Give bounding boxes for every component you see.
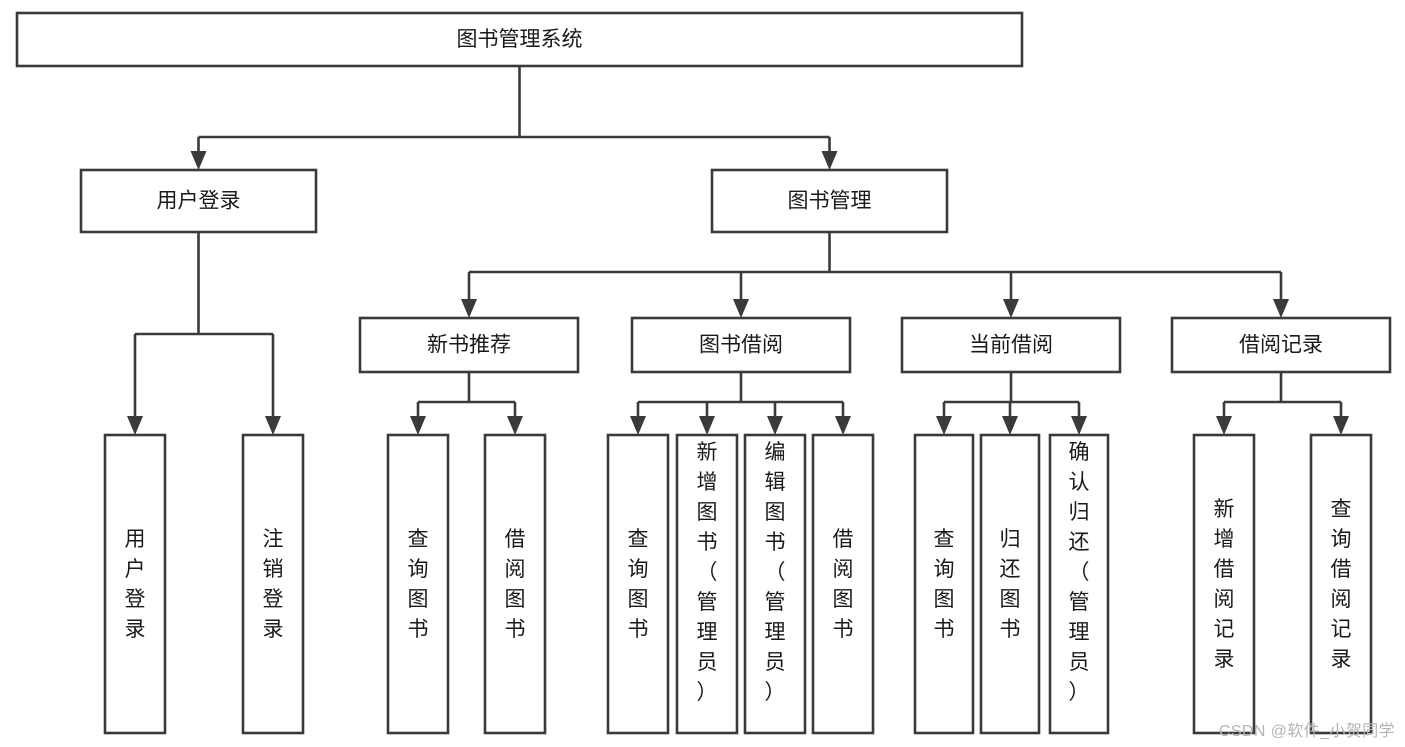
node-label: 图书管理系统	[457, 28, 583, 51]
node-label: 借阅图书	[505, 528, 526, 641]
node-box	[241, 433, 305, 735]
node-leaf-query-record[interactable]: 查询借阅记录	[1309, 433, 1373, 735]
node-label: 借阅图书	[833, 528, 854, 641]
node-label: 用户登录	[157, 190, 241, 213]
node-box	[79, 168, 318, 234]
node-leaf-logout[interactable]: 注销登录	[241, 433, 305, 735]
node-leaf-add-record[interactable]: 新增借阅记录	[1192, 433, 1256, 735]
node-box	[913, 433, 975, 735]
arrow-head-icon	[190, 151, 207, 170]
node-leaf-borrow-book-2[interactable]: 借阅图书	[811, 433, 875, 735]
node-box	[483, 433, 547, 735]
node-leaf-query-book-1[interactable]: 查询图书	[386, 433, 450, 735]
arrow-head-icon	[835, 416, 851, 435]
node-box	[710, 168, 949, 234]
node-label: 图书管理	[788, 190, 872, 213]
node-leaf-query-book-3[interactable]: 查询图书	[913, 433, 975, 735]
node-book-borrow[interactable]: 图书借阅	[630, 316, 852, 374]
connector-group-new-book-recommend	[410, 372, 523, 435]
node-box	[979, 433, 1041, 735]
node-new-book-recommend[interactable]: 新书推荐	[358, 316, 580, 374]
node-box	[1048, 433, 1110, 735]
arrow-head-icon	[767, 416, 783, 435]
arrow-head-icon	[1333, 416, 1349, 435]
node-label: 图书借阅	[699, 334, 783, 357]
arrow-head-icon	[1003, 299, 1019, 318]
node-borrow-record[interactable]: 借阅记录	[1170, 316, 1392, 374]
nodes-layer: 图书管理系统用户登录图书管理新书推荐图书借阅当前借阅借阅记录用户登录注销登录查询…	[15, 11, 1392, 735]
node-label: 确认归还（管理员）	[1069, 441, 1090, 704]
arrow-head-icon	[1071, 416, 1087, 435]
node-book-manage[interactable]: 图书管理	[710, 168, 949, 234]
node-label: 查询图书	[934, 528, 955, 641]
arrow-head-icon	[936, 416, 952, 435]
node-label: 新增图书（管理员）	[697, 441, 718, 704]
node-label: 新书推荐	[427, 334, 511, 357]
arrow-head-icon	[699, 416, 715, 435]
node-label: 编辑图书（管理员）	[765, 441, 786, 704]
connector-group-root	[190, 66, 838, 170]
node-box	[743, 433, 807, 735]
connector-group-current-borrow	[936, 372, 1087, 435]
node-box	[811, 433, 875, 735]
node-box	[675, 433, 739, 735]
node-label: 查询借阅记录	[1331, 498, 1352, 671]
node-user-login[interactable]: 用户登录	[79, 168, 318, 234]
node-box	[15, 11, 1024, 68]
arrow-head-icon	[1002, 416, 1018, 435]
node-root[interactable]: 图书管理系统	[15, 11, 1024, 68]
node-leaf-edit-book[interactable]: 编辑图书（管理员）	[743, 433, 807, 735]
arrow-head-icon	[265, 416, 281, 435]
node-label: 新增借阅记录	[1214, 498, 1235, 671]
connector-group-user-login	[127, 232, 281, 435]
connector-group-borrow-record	[1216, 372, 1349, 435]
node-leaf-return-book[interactable]: 归还图书	[979, 433, 1041, 735]
node-box	[358, 316, 580, 374]
node-label: 用户登录	[125, 528, 146, 641]
node-box	[386, 433, 450, 735]
arrow-head-icon	[733, 299, 749, 318]
node-label: 注销登录	[263, 528, 284, 641]
node-leaf-user-login[interactable]: 用户登录	[103, 433, 167, 735]
arrow-head-icon	[821, 151, 838, 170]
arrow-head-icon	[507, 416, 523, 435]
node-box	[900, 316, 1122, 374]
node-box	[630, 316, 852, 374]
node-leaf-confirm-return[interactable]: 确认归还（管理员）	[1048, 433, 1110, 735]
node-leaf-borrow-book-1[interactable]: 借阅图书	[483, 433, 547, 735]
node-box	[103, 433, 167, 735]
node-label: 借阅记录	[1239, 334, 1323, 357]
node-label: 查询图书	[628, 528, 649, 641]
arrow-head-icon	[461, 299, 477, 318]
node-current-borrow[interactable]: 当前借阅	[900, 316, 1122, 374]
arrow-head-icon	[630, 416, 646, 435]
node-label: 归还图书	[1000, 528, 1021, 641]
node-label: 当前借阅	[969, 334, 1053, 357]
node-leaf-add-book[interactable]: 新增图书（管理员）	[675, 433, 739, 735]
connector-group-book-manage	[461, 232, 1289, 318]
connector-group-book-borrow	[630, 372, 851, 435]
node-box	[1192, 433, 1256, 735]
node-box	[1170, 316, 1392, 374]
arrow-head-icon	[410, 416, 426, 435]
arrow-head-icon	[1216, 416, 1232, 435]
arrow-head-icon	[127, 416, 143, 435]
arrow-head-icon	[1273, 299, 1289, 318]
node-label: 查询图书	[408, 528, 429, 641]
node-box	[1309, 433, 1373, 735]
node-leaf-query-book-2[interactable]: 查询图书	[606, 433, 670, 735]
node-box	[606, 433, 670, 735]
connectors-layer	[127, 66, 1349, 435]
